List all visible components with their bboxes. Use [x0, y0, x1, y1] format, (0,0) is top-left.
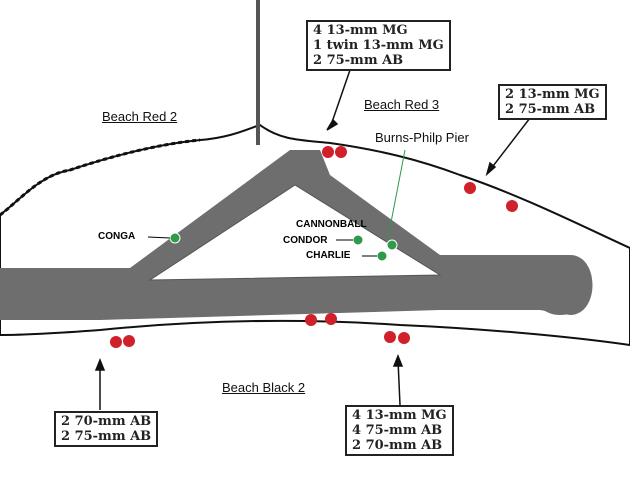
reef-line — [0, 138, 201, 217]
beach-red-2-label: Beach Red 2 — [102, 109, 178, 124]
red-marker — [398, 332, 410, 344]
callout-line: 4 13-mm MG — [352, 408, 447, 423]
green-marker-charlie — [376, 250, 388, 262]
callout-line: 2 75-mm AB — [61, 429, 152, 444]
callout-arrows — [94, 69, 541, 410]
callout-line: 1 twin 13-mm MG — [313, 38, 444, 53]
callout-south-center: 4 13-mm MG 4 75-mm AB 2 70-mm AB — [345, 405, 454, 456]
red-marker — [305, 314, 317, 326]
callout-line: 4 13-mm MG — [313, 23, 408, 38]
pier-label: Burns-Philp Pier — [375, 130, 469, 145]
green-marker-cannonball — [386, 239, 398, 251]
beach-black-2-label: Beach Black 2 — [222, 380, 306, 395]
callout-line: 2 13-mm MG — [505, 87, 600, 102]
callout-line: 2 75-mm AB — [505, 102, 596, 117]
runway-turnaround — [530, 255, 590, 315]
red-marker — [123, 335, 135, 347]
callout-line: 4 75-mm AB — [352, 423, 443, 438]
red-marker — [464, 182, 476, 194]
site-leaders — [147, 236, 377, 257]
red-marker — [506, 200, 518, 212]
site-condor-label: CONDOR — [283, 235, 328, 246]
site-conga-label: CONGA — [98, 231, 136, 242]
red-markers — [110, 146, 518, 348]
callout-north-east: 2 13-mm MG 2 75-mm AB — [498, 84, 607, 120]
red-marker — [335, 146, 347, 158]
red-marker — [110, 336, 122, 348]
site-charlie-label: CHARLIE — [306, 250, 351, 261]
green-markers — [169, 232, 398, 262]
site-cannonball-label: CANNONBALL — [296, 219, 367, 230]
callout-north-center: 4 13-mm MG 1 twin 13-mm MG 2 75-mm AB — [306, 20, 451, 71]
red-marker — [322, 146, 334, 158]
beach-red-3-label: Beach Red 3 — [364, 97, 440, 112]
callout-line: 2 70-mm AB — [352, 438, 443, 453]
callout-south-west: 2 70-mm AB 2 75-mm AB — [54, 411, 159, 447]
red-marker — [325, 313, 337, 325]
red-marker — [384, 331, 396, 343]
green-marker-conga — [169, 232, 181, 244]
callout-line: 2 75-mm AB — [313, 53, 404, 68]
green-marker-condor — [352, 234, 364, 246]
callout-line: 2 70-mm AB — [61, 414, 152, 429]
